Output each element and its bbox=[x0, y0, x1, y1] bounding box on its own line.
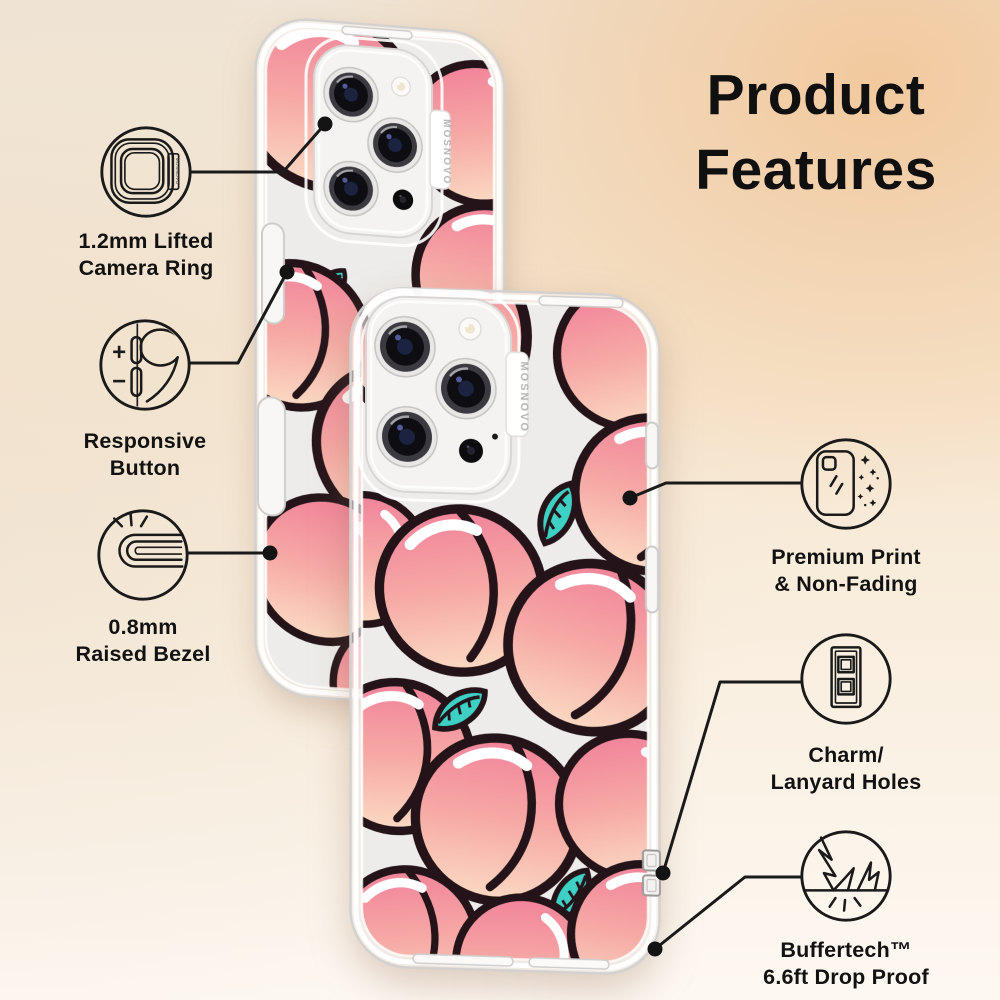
feature-premium-print: Premium Print & Non-Fading bbox=[726, 436, 966, 598]
feature-label: Buffertech™ 6.6ft Drop Proof bbox=[763, 938, 929, 989]
feature-responsive-button: + − Responsive Button bbox=[25, 317, 265, 482]
brand-text: MOSNOVO bbox=[518, 361, 530, 433]
feature-camera-ring: MOSNOVO 1.2mm Lifted Camera Ring bbox=[26, 124, 266, 282]
feature-label: Charm/ Lanyard Holes bbox=[770, 743, 922, 794]
page-title-line2: Features bbox=[695, 138, 937, 202]
camera-module bbox=[357, 288, 521, 504]
responsive-button-icon: + − bbox=[99, 319, 191, 411]
phone-case-front-view: MOSNOVO bbox=[349, 285, 661, 977]
brand-text: MOSNOVO bbox=[174, 158, 180, 185]
mic-hole bbox=[492, 433, 498, 440]
feature-buffertech: Buffertech™ 6.6ft Drop Proof bbox=[726, 828, 966, 991]
brand-tab: MOSNOVO bbox=[505, 351, 530, 438]
flash bbox=[458, 316, 482, 341]
feature-label: 0.8mm Raised Bezel bbox=[75, 615, 211, 666]
side-button bbox=[257, 396, 286, 517]
feature-label: Responsive Button bbox=[83, 429, 207, 480]
page-title-line1: Product bbox=[706, 63, 926, 127]
side-button bbox=[645, 421, 659, 470]
camera-module bbox=[304, 35, 444, 248]
feature-charm-lanyard: Charm/ Lanyard Holes bbox=[726, 631, 966, 796]
plus-glyph: + bbox=[112, 339, 126, 366]
camera-lens bbox=[373, 314, 437, 379]
feature-label: Premium Print & Non-Fading bbox=[771, 545, 921, 596]
feature-raised-bezel: 0.8mm Raised Bezel bbox=[23, 507, 263, 668]
premium-print-icon bbox=[800, 438, 892, 530]
camera-ring-icon: MOSNOVO bbox=[100, 126, 192, 218]
lanyard-holes-icon bbox=[800, 633, 892, 725]
brand-tab: MOSNOVO bbox=[429, 109, 452, 190]
drop-proof-icon bbox=[800, 830, 892, 922]
minus-glyph: − bbox=[112, 368, 126, 395]
brand-text: MOSNOVO bbox=[441, 119, 452, 186]
raised-bezel-icon bbox=[97, 509, 189, 601]
side-button bbox=[645, 545, 659, 614]
page-title: Product Features bbox=[640, 58, 992, 208]
camera-lens bbox=[434, 356, 498, 421]
feature-label: 1.2mm Lifted Camera Ring bbox=[78, 229, 214, 280]
camera-lens bbox=[375, 404, 439, 470]
